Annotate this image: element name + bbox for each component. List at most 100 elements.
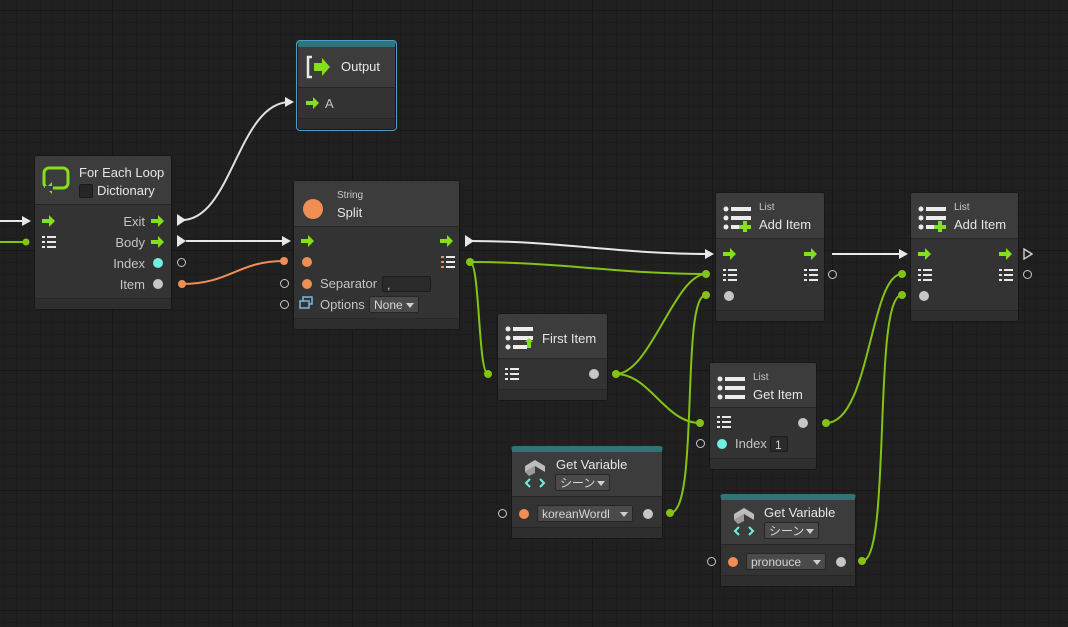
output-title: Output: [341, 59, 381, 74]
get-var-2-output-dot[interactable]: [836, 557, 846, 567]
body-flow-icon[interactable]: [151, 236, 165, 248]
item-input-dot: [919, 291, 929, 301]
first-item-node[interactable]: First Item: [497, 313, 608, 401]
get-var-2-variable-dropdown[interactable]: pronouce: [746, 553, 826, 570]
exit-flow-icon[interactable]: [151, 215, 165, 227]
list-input-icon: [505, 368, 519, 380]
get-item-footer: [710, 458, 816, 469]
variable-name-dot: [519, 509, 529, 519]
add-item-1-header: List Add Item: [716, 193, 824, 239]
wire-split-to-additem1: [469, 240, 711, 255]
get-var-2-header: Get Variable シーン: [721, 500, 855, 545]
separator-label: Separator: [320, 276, 378, 291]
get-var-1-footer: [512, 527, 662, 538]
get-item-index-input[interactable]: 1: [770, 436, 788, 452]
control-input-icon: [306, 97, 319, 109]
output-arrow-icon: [306, 55, 330, 79]
wire-firstitem-to-additem2: [615, 273, 707, 375]
item-port-label: Item: [119, 277, 145, 292]
variable-name-dot: [728, 557, 738, 567]
split-header: String Split: [294, 181, 459, 227]
for-each-footer: [35, 298, 171, 309]
separator-input-port[interactable]: [280, 279, 289, 288]
get-item-body: Index 1: [710, 408, 816, 458]
chevron-down-icon: [620, 512, 628, 517]
get-var-1-variable-dropdown[interactable]: koreanWordl: [537, 505, 633, 522]
get-item-node[interactable]: List Get Item Index 1: [709, 362, 817, 470]
control-output-icon[interactable]: [440, 235, 454, 247]
get-var-2-variable: pronouce: [751, 555, 802, 569]
separator-input[interactable]: ,: [382, 276, 431, 292]
get-var-1-scope-dropdown[interactable]: シーン: [555, 474, 610, 491]
add-item-2-body: [911, 239, 1018, 310]
get-var-2-body: pronouce: [721, 545, 855, 580]
item-port-dot[interactable]: [153, 279, 163, 289]
get-var-1-header: Get Variable シーン: [512, 452, 662, 497]
add-item-2-list-output-port[interactable]: [1023, 270, 1032, 279]
add-item-node-2[interactable]: List Add Item: [910, 192, 1019, 322]
exit-output-port[interactable]: [177, 214, 186, 226]
get-variable-node-1[interactable]: Get Variable シーン koreanWordl: [511, 446, 663, 539]
options-enum-icon: [299, 296, 313, 309]
get-var-1-output-dot[interactable]: [643, 509, 653, 519]
add-item-1-list-output-port[interactable]: [828, 270, 837, 279]
split-control-output-port[interactable]: [465, 235, 474, 247]
list-icon: [717, 376, 745, 400]
get-item-output-dot[interactable]: [798, 418, 808, 428]
get-var-2-scope: シーン: [769, 524, 805, 538]
first-item-output-dot[interactable]: [589, 369, 599, 379]
output-header: Output: [298, 47, 395, 88]
string-split-node[interactable]: String Split Separator , Options None: [293, 180, 460, 330]
list-output-icon[interactable]: [999, 269, 1013, 281]
string-input-dot[interactable]: [302, 257, 312, 267]
get-var-2-scope-dropdown[interactable]: シーン: [764, 522, 819, 539]
get-var-1-name-input-port[interactable]: [498, 509, 507, 518]
hollow-flow-port[interactable]: [1023, 248, 1033, 260]
unity-variable-icon: [733, 508, 755, 536]
options-value: None: [374, 298, 403, 312]
add-item-2-title: Add Item: [954, 217, 1007, 232]
for-each-loop-node[interactable]: For Each Loop Dictionary Exit Body Index…: [34, 155, 172, 310]
index-port-dot[interactable]: [153, 258, 163, 268]
output-node[interactable]: Output A: [296, 40, 397, 131]
first-item-title: First Item: [542, 331, 597, 346]
chevron-down-icon: [406, 303, 414, 308]
get-var-1-variable: koreanWordl: [542, 507, 610, 521]
add-item-node-1[interactable]: List Add Item: [715, 192, 825, 322]
wire-getitem-to-additem2: [825, 273, 903, 424]
first-item-body: [498, 359, 607, 389]
options-dropdown[interactable]: None: [369, 296, 419, 313]
output-port-a-label: A: [325, 96, 334, 111]
index-output-port[interactable]: [177, 258, 186, 267]
control-input-icon: [918, 248, 931, 260]
add-item-1-footer: [716, 310, 824, 321]
wire-exit-to-output: [181, 101, 291, 221]
loop-arrow-icon: [42, 166, 70, 194]
get-var-2-name-input-port[interactable]: [707, 557, 716, 566]
control-output-icon[interactable]: [999, 248, 1013, 260]
list-input-icon: [42, 236, 56, 248]
control-input-icon: [42, 215, 55, 227]
body-output-port[interactable]: [177, 235, 186, 247]
list-output-icon[interactable]: [441, 256, 455, 268]
wire-split-list-to-firstitem: [469, 261, 489, 375]
chevron-down-icon: [806, 529, 814, 534]
add-item-1-body: [716, 239, 824, 310]
list-add-icon: [723, 206, 751, 232]
exit-port-label: Exit: [123, 214, 145, 229]
options-input-port[interactable]: [280, 300, 289, 309]
dictionary-checkbox[interactable]: [79, 184, 93, 198]
get-item-title: Get Item: [753, 387, 803, 402]
control-output-icon[interactable]: [804, 248, 818, 260]
add-item-2-header: List Add Item: [911, 193, 1018, 239]
control-input-icon: [723, 248, 736, 260]
index-port-label: Index: [113, 256, 145, 271]
wire-var1-to-additem1: [669, 294, 707, 514]
add-item-1-category: List: [759, 202, 775, 213]
get-var-1-body: koreanWordl: [512, 497, 662, 532]
get-item-index-input-port[interactable]: [696, 439, 705, 448]
list-output-icon[interactable]: [804, 269, 818, 281]
for-each-body: Exit Body Index Item: [35, 205, 171, 298]
get-variable-node-2[interactable]: Get Variable シーン pronouce: [720, 494, 856, 587]
for-each-header: For Each Loop Dictionary: [35, 156, 171, 205]
